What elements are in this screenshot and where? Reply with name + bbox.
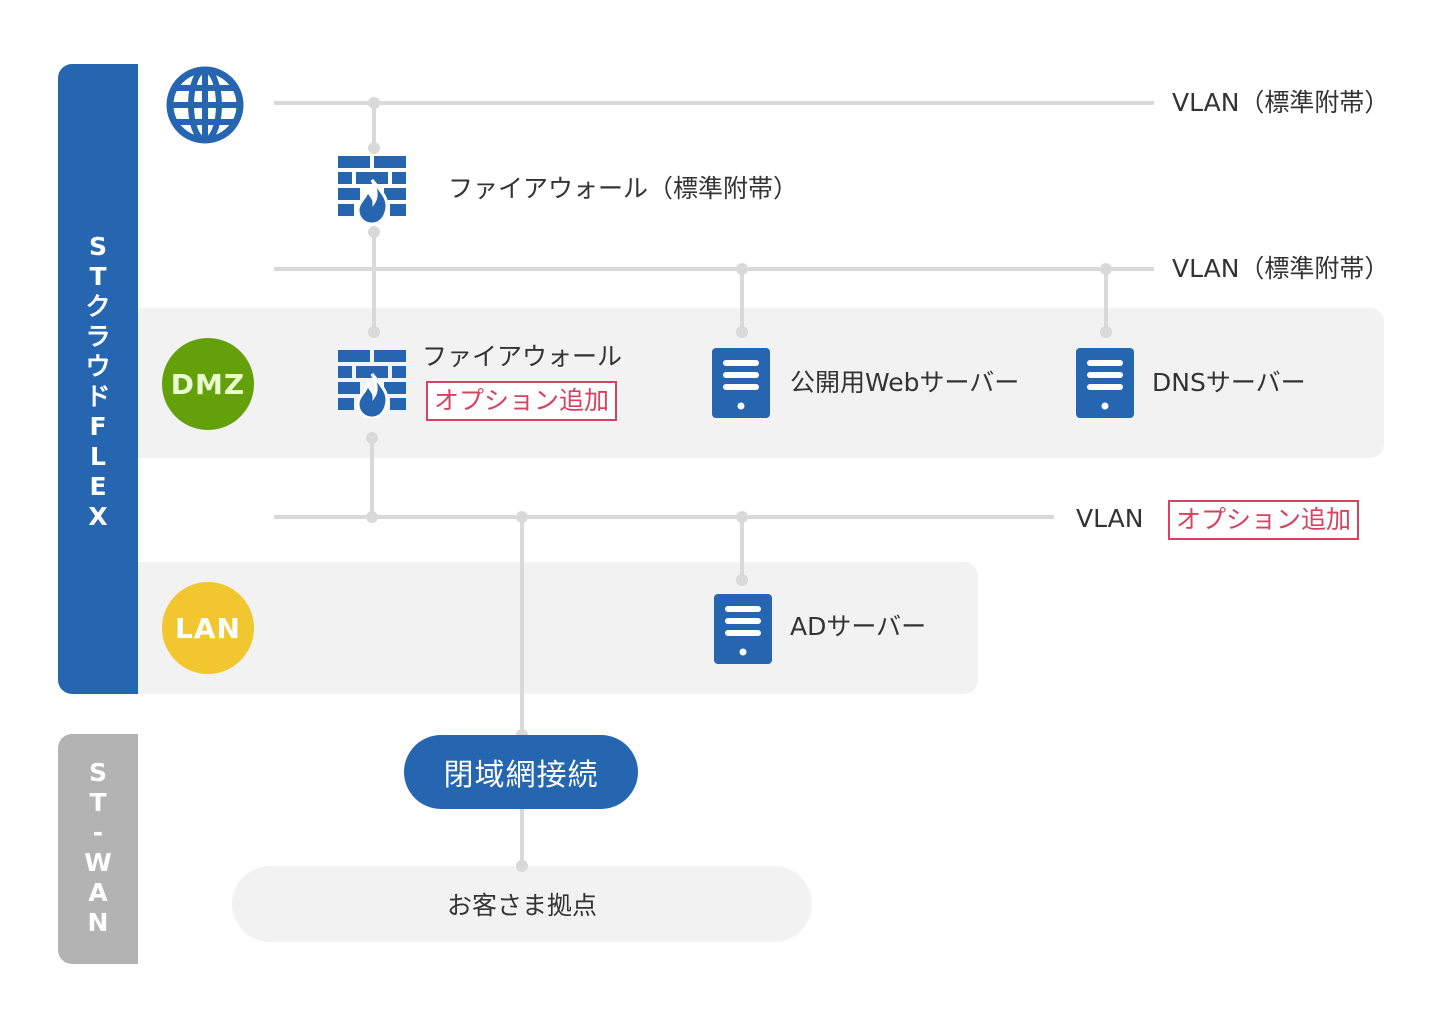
- wan-char: N: [87, 908, 109, 937]
- firewall-standard-label: ファイアウォール（標準附帯）: [448, 174, 799, 203]
- firewall-icon: [338, 156, 406, 224]
- wan-sidebar: [58, 734, 138, 964]
- cloud-sidebar: [58, 64, 138, 694]
- globe-icon: [166, 66, 244, 144]
- wan-char: T: [89, 788, 107, 817]
- ad-server-icon: [714, 594, 772, 664]
- wan-char: S: [88, 758, 107, 787]
- cloud-char: T: [89, 262, 107, 291]
- customer-site-label: お客さま拠点: [446, 891, 597, 920]
- lan-zone: [138, 562, 978, 694]
- firewall-option-tag: オプション追加: [426, 381, 618, 421]
- vlan-top-label: VLAN（標準附帯）: [1172, 88, 1390, 117]
- cloud-char: ウ: [85, 352, 111, 381]
- web-server-icon: [712, 348, 770, 418]
- web-server-label: 公開用Webサーバー: [790, 368, 1020, 397]
- lan-badge: LAN: [162, 582, 254, 674]
- lan-badge-label: LAN: [175, 611, 241, 645]
- wan-char: W: [84, 848, 112, 877]
- dns-server-label: DNSサーバー: [1152, 368, 1306, 397]
- vlan-mid-label: VLAN（標準附帯）: [1172, 254, 1390, 283]
- cloud-char: E: [89, 472, 107, 501]
- cloud-char: ド: [85, 382, 111, 411]
- cloud-char: S: [88, 232, 107, 261]
- firewall-option-label: ファイアウォール: [422, 342, 623, 371]
- wan-char: A: [88, 878, 108, 907]
- cloud-char: ラ: [85, 322, 111, 351]
- dns-server-icon: [1076, 348, 1134, 418]
- firewall-icon: [338, 350, 406, 418]
- cloud-char: ク: [85, 292, 111, 321]
- cloud-char: L: [90, 442, 106, 471]
- customer-site: お客さま拠点: [232, 866, 812, 942]
- dmz-badge-label: DMZ: [170, 367, 246, 401]
- cloud-char: X: [88, 502, 108, 531]
- cloud-char: F: [89, 412, 107, 441]
- closed-network: 閉域網接続: [404, 735, 638, 809]
- vlan-lan-label: VLAN: [1076, 504, 1144, 533]
- wan-char: -: [92, 818, 104, 847]
- ad-server-label: ADサーバー: [790, 612, 927, 641]
- vlan-option-tag: オプション追加: [1168, 500, 1360, 540]
- dmz-badge: DMZ: [162, 338, 254, 430]
- closed-network-label: 閉域網接続: [443, 758, 599, 793]
